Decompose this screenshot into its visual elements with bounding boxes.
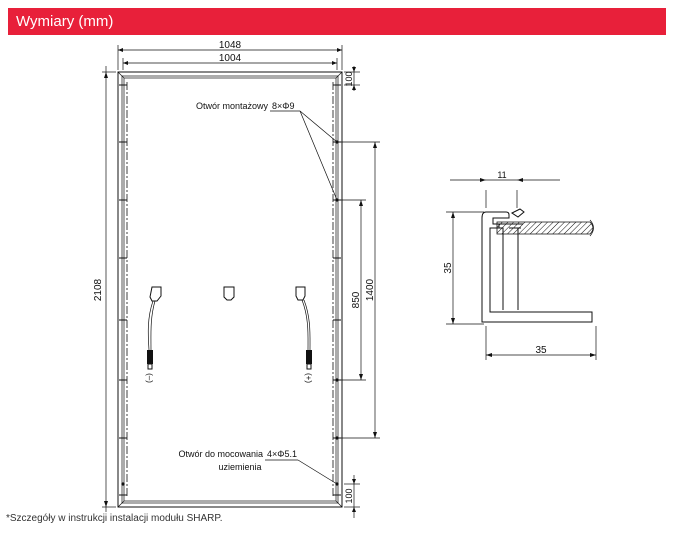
top-offset-dimension: 100 xyxy=(344,66,360,91)
grounding-hole-label2: uziemienia xyxy=(218,462,261,472)
hole-spacing-850: 850 xyxy=(339,199,366,381)
bottom-offset-label: 100 xyxy=(344,488,354,503)
inner-width-label: 1004 xyxy=(219,53,242,64)
bottom-offset-dimension: 100 xyxy=(344,475,360,518)
height-dimension-2108: 2108 xyxy=(93,66,116,512)
outer-spacing-label: 1400 xyxy=(365,278,376,301)
panel-outer-frame xyxy=(117,71,343,508)
mounting-hole-callout: Otwór montażowy 8×Φ9 xyxy=(196,101,338,201)
inner-spacing-label: 850 xyxy=(351,291,362,308)
footnote: *Szczegóły w instrukcji instalacji moduł… xyxy=(6,513,223,524)
panel-inner-frame xyxy=(121,75,339,504)
positive-label: (+) xyxy=(304,373,313,383)
grounding-holes xyxy=(121,482,339,486)
hole-spacing-1400: 1400 xyxy=(339,141,380,439)
width-dimension-1004: 1004 xyxy=(122,53,338,70)
height-label: 2108 xyxy=(93,278,104,301)
negative-cable xyxy=(147,286,162,370)
negative-label: (–) xyxy=(145,373,154,383)
panel-front-view: (–) (+) xyxy=(117,71,343,508)
positive-cable xyxy=(295,286,312,370)
top-offset-label: 100 xyxy=(344,71,354,86)
mounting-hole-spec: 8×Φ9 xyxy=(272,101,294,111)
lip-width-label: 11 xyxy=(497,170,506,180)
section-header: Wymiary (mm) xyxy=(8,8,666,35)
overall-width-label: 1048 xyxy=(219,40,242,51)
section-title: Wymiary (mm) xyxy=(16,13,114,30)
frame-profile-inner xyxy=(497,223,523,310)
panel-glass-edge xyxy=(123,77,337,502)
grounding-hole-label: Otwór do mocowania xyxy=(178,449,263,459)
frame-cross-section: 11 35 35 xyxy=(443,170,597,360)
grounding-hole-spec: 4×Φ5.1 xyxy=(267,449,297,459)
section-width-label: 35 xyxy=(535,345,547,356)
junction-box xyxy=(223,286,235,301)
width-dimension-1048: 1048 xyxy=(117,40,343,70)
section-height-label: 35 xyxy=(443,262,454,274)
mounting-hole-label: Otwór montażowy xyxy=(196,101,269,111)
glass-laminate xyxy=(496,221,594,235)
grounding-hole-callout: Otwór do mocowania 4×Φ5.1 uziemienia xyxy=(178,449,338,485)
